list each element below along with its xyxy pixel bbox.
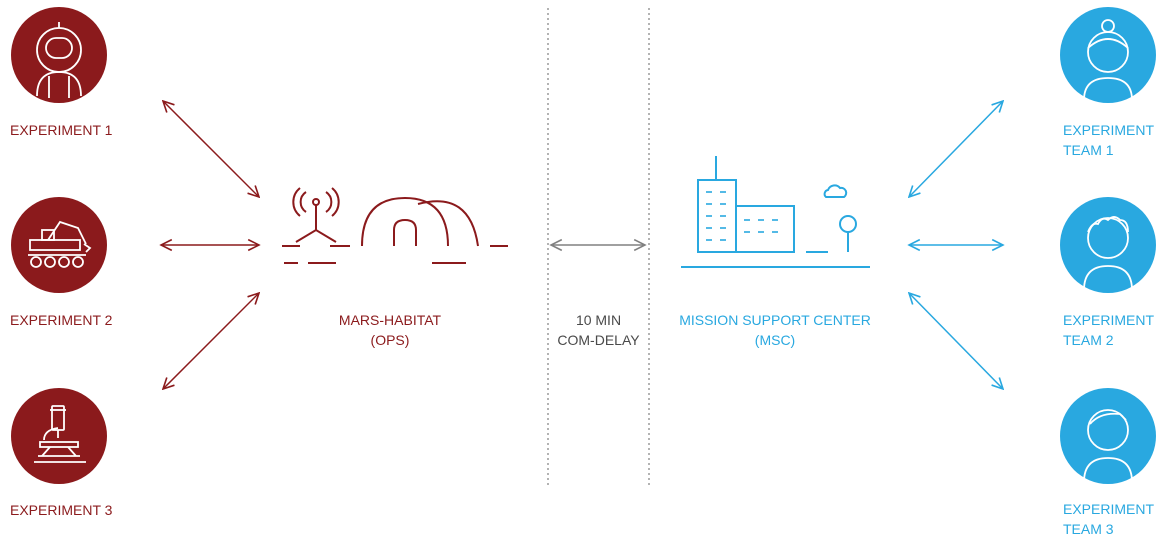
habitat-label-line1: MARS-HABITAT xyxy=(338,312,442,328)
team-3-label-line1: EXPERIMENT xyxy=(1063,501,1155,517)
team-2-label-line1: EXPERIMENT xyxy=(1063,312,1155,328)
microscope-icon xyxy=(34,405,86,463)
team-2-label: EXPERIMENT TEAM 2 xyxy=(1063,310,1154,350)
habitat-icon xyxy=(282,187,508,264)
person-icon xyxy=(1083,19,1133,101)
msc-label-line1: MISSION SUPPORT CENTER xyxy=(679,312,871,328)
person-icon xyxy=(1083,216,1133,291)
team-2-label-line2: TEAM 2 xyxy=(1063,332,1114,348)
arrow-experiment-1 xyxy=(163,101,259,197)
experiment-2-node xyxy=(11,197,107,293)
delay-label: 10 MIN COM-DELAY xyxy=(548,310,649,350)
team-1-label-line2: TEAM 1 xyxy=(1063,142,1114,158)
experiment-2-label: EXPERIMENT 2 xyxy=(10,312,113,328)
rover-icon xyxy=(28,220,92,268)
city-icon xyxy=(681,156,870,268)
team-2-node xyxy=(1060,197,1156,293)
astronaut-icon xyxy=(36,22,82,98)
arrow-team-1 xyxy=(909,101,1003,197)
experiment-1-label: EXPERIMENT 1 xyxy=(10,122,113,138)
arrow-team-3 xyxy=(909,293,1003,389)
msc-label-line2: (MSC) xyxy=(754,332,796,348)
person-icon xyxy=(1083,409,1133,483)
team-1-label-line1: EXPERIMENT xyxy=(1063,122,1155,138)
team-1-label: EXPERIMENT TEAM 1 xyxy=(1063,120,1154,160)
delay-label-line2: COM-DELAY xyxy=(557,332,640,348)
habitat-label-line2: (OPS) xyxy=(370,332,410,348)
arrow-experiment-3 xyxy=(163,293,259,389)
team-3-label: EXPERIMENT TEAM 3 xyxy=(1063,499,1154,539)
msc-label: MISSION SUPPORT CENTER (MSC) xyxy=(670,310,880,350)
experiment-1-node xyxy=(11,7,107,103)
team-3-label-line2: TEAM 3 xyxy=(1063,521,1114,537)
team-3-node xyxy=(1060,388,1156,484)
experiment-3-label: EXPERIMENT 3 xyxy=(10,502,113,518)
experiment-3-node xyxy=(11,388,107,484)
delay-label-line1: 10 MIN xyxy=(575,312,622,328)
team-1-node xyxy=(1060,7,1156,103)
habitat-label: MARS-HABITAT (OPS) xyxy=(320,310,460,350)
